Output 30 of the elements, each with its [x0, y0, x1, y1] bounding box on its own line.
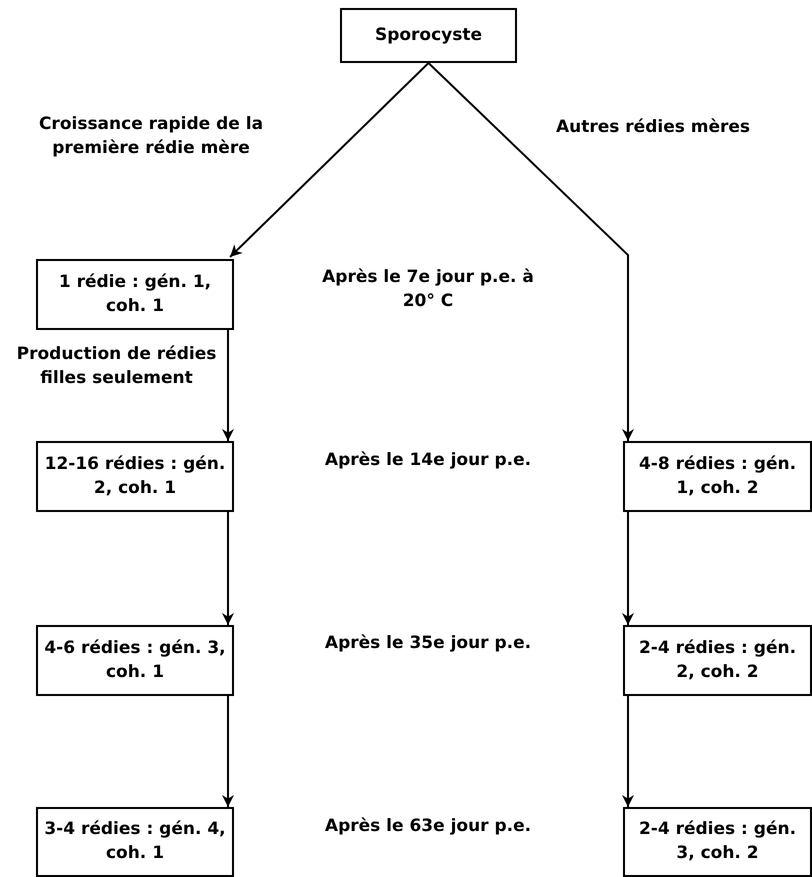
process-box: [36, 807, 234, 877]
process-box: [36, 259, 234, 330]
time-note: Après le 63e jour p.e.: [324, 815, 532, 838]
process-box: [36, 441, 234, 512]
box-label: 3-4 rédies : gén. 4, coh. 1: [43, 818, 227, 865]
arrow: [622, 512, 634, 625]
box-label: 2-4 rédies : gén. 2, coh. 2: [638, 636, 798, 684]
arrow: [222, 330, 234, 441]
box-label: 12-16 rédies : gén. 2, coh. 1: [44, 452, 226, 500]
edge-label: Autres rédies mères: [554, 116, 752, 139]
process-box: [623, 625, 812, 696]
arrow: [222, 512, 234, 625]
box-label: 2-4 rédies : gén. 3, coh. 2: [638, 818, 798, 865]
edge-label: Production de rédies filles seulement: [16, 343, 218, 390]
arrow: [222, 696, 234, 807]
time-note: Après le 14e jour p.e.: [324, 449, 532, 472]
box-label: Sporocyste: [374, 24, 484, 47]
process-box: [623, 807, 812, 877]
box-label: 4-8 rédies : gén. 1, coh. 2: [638, 452, 798, 500]
process-box: [36, 625, 234, 696]
time-note: Après le 35e jour p.e.: [324, 632, 532, 655]
time-note: Après le 7e jour p.e. à 20° C: [321, 266, 535, 313]
process-box: [340, 8, 517, 63]
edge-label: Croissance rapide de la première rédie mère: [38, 113, 264, 160]
process-box: [623, 441, 812, 512]
arrow: [229, 62, 430, 258]
box-label: 1 rédie : gén. 1, coh. 1: [58, 270, 212, 318]
arrow: [428, 62, 634, 441]
arrow: [622, 696, 634, 807]
box-label: 4-6 rédies : gén. 3, coh. 1: [43, 636, 227, 684]
